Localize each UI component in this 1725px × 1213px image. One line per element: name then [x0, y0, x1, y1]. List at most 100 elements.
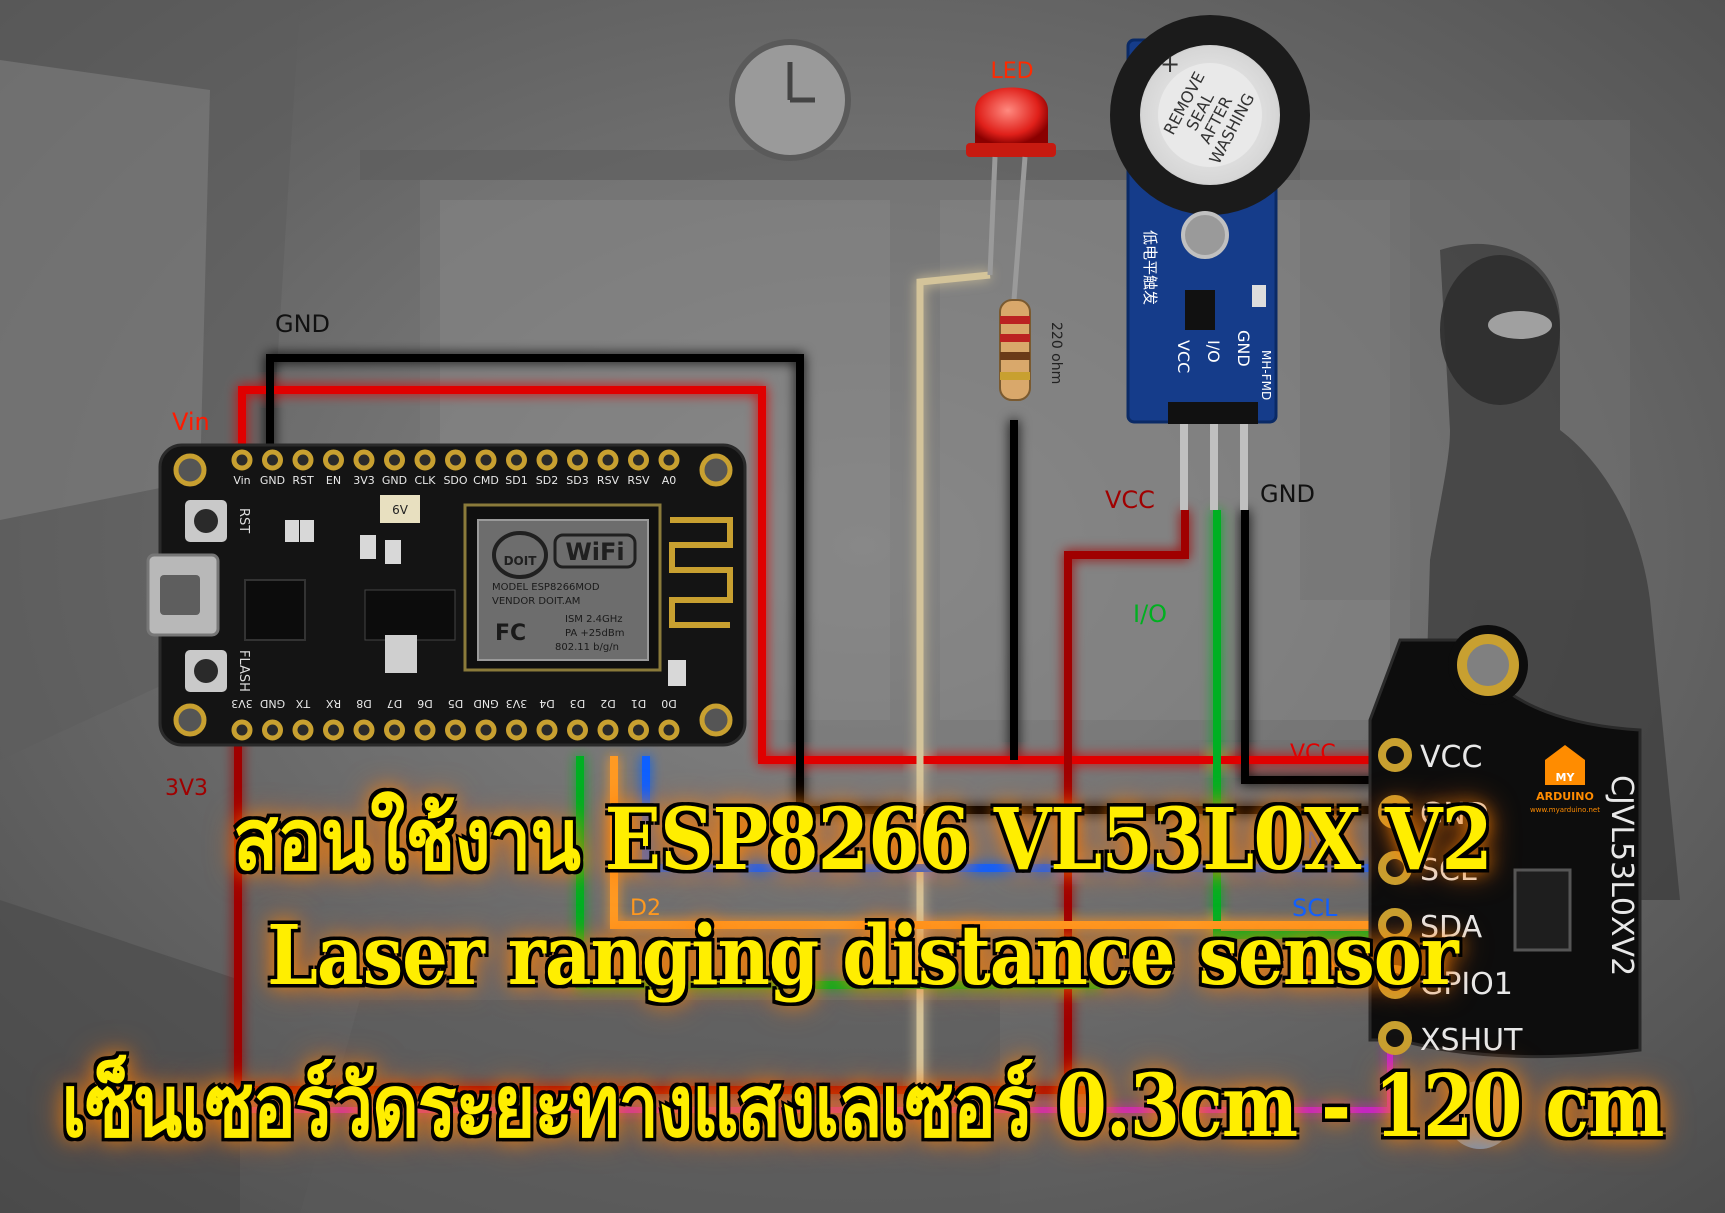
vin-wire — [238, 386, 1390, 764]
pin-label-d2: D2 — [600, 697, 615, 710]
pin-hole — [292, 719, 314, 741]
pin-label-gnd: GND — [473, 697, 498, 710]
sensor-pin-gpio1: GPIO1 — [1420, 967, 1513, 1002]
pin-hole — [231, 449, 253, 471]
pin-label-cmd: CMD — [473, 474, 499, 487]
pin-hole — [597, 719, 619, 741]
buzzer-io-wire — [1213, 510, 1390, 939]
pin-label-tx: TX — [295, 697, 311, 710]
resistor-label: 220 ohm — [1048, 322, 1064, 384]
pin-label-d1: D1 — [631, 697, 646, 710]
pin-hole — [506, 719, 527, 741]
sensor-brand-sub: www.myarduino.net — [1530, 806, 1600, 814]
scl-wire — [642, 756, 1390, 872]
pin-hole — [567, 719, 588, 741]
buzzer-module: + REMOVE SEAL AFTER WASHING 低电平触发 MH-FMD… — [1110, 15, 1310, 510]
module-line-4: PA +25dBm — [565, 628, 624, 639]
pin-hole — [475, 719, 497, 741]
btn-flash-label: FLASH — [236, 650, 251, 692]
pin-label-gnd: GND — [382, 474, 407, 487]
pin-label-sdo: SDO — [443, 474, 467, 487]
buzzer-pin-io: I/O — [1204, 340, 1223, 363]
pin-hole — [353, 449, 375, 471]
pin-hole — [353, 719, 375, 741]
pin-hole — [414, 719, 436, 741]
sensor-my: MY — [1556, 771, 1576, 784]
title-line-3: เซ็นเซอร์วัดระยะทางแสงเลเซอร์ 0.3cm - 12… — [61, 1054, 1665, 1157]
pin-hole — [658, 719, 680, 741]
pin-hole — [262, 719, 283, 741]
pin-label-d4: D4 — [539, 697, 554, 710]
buzzer-chinese: 低电平触发 — [1141, 230, 1159, 305]
module-line-2: VENDOR DOIT.AM — [492, 596, 580, 607]
pin-label-sd2: SD2 — [536, 474, 558, 487]
sensor-brand: ARDUINO — [1536, 790, 1594, 803]
label-scl: SCL — [1292, 894, 1338, 922]
led-label: LED — [990, 59, 1033, 84]
label-vin: Vin — [172, 408, 210, 436]
xshut-wire — [235, 1040, 1393, 1113]
pin-label-3v3: 3V3 — [353, 474, 375, 487]
title-line-1: สอนใช้งาน ESP8266 VL53L0X V2 — [233, 790, 1493, 890]
sensor-name: CJVL53L0XV2 — [1604, 775, 1639, 976]
pin-hole — [384, 719, 405, 741]
pin-hole — [262, 449, 283, 471]
pin-hole — [323, 719, 344, 741]
pin-label-gnd: GND — [260, 474, 285, 487]
sensor-pin-sda: SDA — [1420, 910, 1483, 945]
pin-label-d8: D8 — [356, 697, 371, 710]
pin-label-rsv: RSV — [597, 474, 620, 487]
pin-label-3v3: 3V3 — [231, 697, 253, 710]
pin-label-rst: RST — [292, 474, 314, 487]
io-wire-d — [576, 756, 1100, 989]
pin-hole — [628, 449, 649, 471]
pin-hole — [292, 449, 314, 471]
sensor-pin-vcc: VCC — [1420, 740, 1482, 775]
pin-hole — [414, 449, 436, 471]
pin-label-rx: RX — [325, 697, 341, 710]
pin-label-sd1: SD1 — [505, 474, 527, 487]
pin-hole — [567, 449, 588, 471]
pin-hole — [628, 719, 649, 741]
sda-wire — [610, 756, 1390, 929]
buzzer-gnd-wire — [1241, 510, 1390, 784]
pin-label-sd3: SD3 — [566, 474, 588, 487]
buzzer-pin-gnd: GND — [1234, 330, 1253, 367]
module-line-5: 802.11 b/g/n — [555, 642, 619, 653]
pin-hole — [231, 719, 253, 741]
regulator-label: 6V — [392, 503, 409, 517]
label-v3: 3V3 — [165, 776, 208, 801]
module-line-3: ISM 2.4GHz — [565, 614, 623, 625]
wifi-logo: WiFi — [565, 538, 624, 566]
pin-hole — [658, 449, 680, 471]
buzzer-plus: + — [1160, 50, 1180, 78]
led-wire — [916, 271, 991, 1100]
doit-label: DOIT — [504, 554, 538, 568]
pin-hole — [597, 449, 619, 471]
vl53l0x-sensor: VCC GND SCL SDA GPIO1 XSHUT CJVL53L0XV2 … — [1368, 625, 1642, 1149]
pin-label-d0: D0 — [661, 697, 676, 710]
sensor-pin-gnd: GND — [1420, 797, 1489, 832]
pin-label-a0: A0 — [662, 474, 677, 487]
pin-label-clk: CLK — [414, 474, 436, 487]
buzzer-model: MH-FMD — [1259, 350, 1273, 400]
pin-label-3v3: 3V3 — [506, 697, 528, 710]
label-buzzer-gnd: GND — [1260, 480, 1315, 508]
pin-hole — [445, 449, 466, 471]
label-buzzer-io: I/O — [1133, 600, 1167, 628]
gnd-wire-top — [266, 354, 1390, 814]
wires — [234, 271, 1393, 1113]
btn-rst-label: RST — [236, 508, 251, 533]
pin-hole — [536, 719, 558, 741]
pin-label-d7: D7 — [387, 697, 402, 710]
pin-hole — [323, 449, 344, 471]
fc-logo: FC — [495, 621, 526, 646]
pin-hole — [384, 449, 405, 471]
wire-labels: GND Vin 3V3 VCC GND I/O SCL SDA D2 VCC G… — [165, 310, 1340, 980]
label-d2: D2 — [630, 896, 661, 921]
pin-label-en: EN — [326, 474, 341, 487]
